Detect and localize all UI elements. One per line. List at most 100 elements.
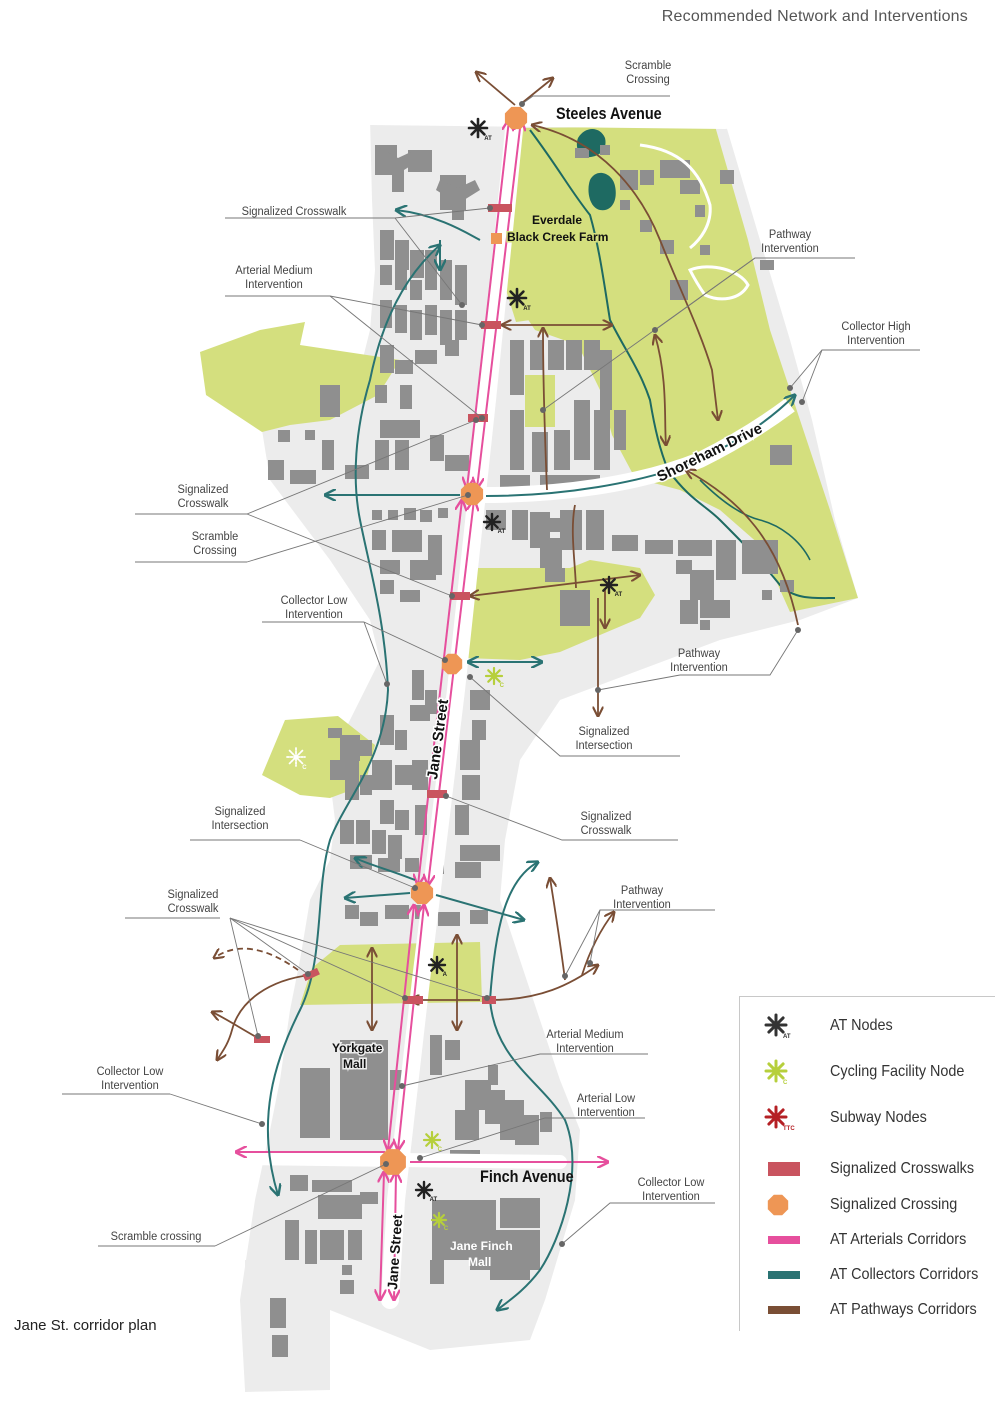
callout-dot <box>479 415 485 421</box>
pathway-farm-east <box>655 335 666 445</box>
building <box>760 540 778 574</box>
collector-corridors <box>266 210 795 1310</box>
building <box>395 360 413 374</box>
callout-dot <box>519 101 525 107</box>
crosswalk-farm <box>481 321 501 329</box>
finch-avenue-label: Finch Avenue <box>480 1168 574 1186</box>
building <box>340 1040 388 1140</box>
legend-label: AT Nodes <box>830 1017 893 1034</box>
building <box>640 170 654 185</box>
building <box>530 340 544 370</box>
building <box>545 568 565 582</box>
building <box>574 400 590 460</box>
legend-line-swatch <box>740 1295 830 1325</box>
building <box>515 1115 539 1145</box>
node-sub-label: AT <box>523 306 531 312</box>
annotation-signalized-crosswalk-top: Signalized Crosswalk <box>242 206 347 218</box>
building <box>360 912 378 926</box>
callout-dot <box>787 385 793 391</box>
building <box>438 508 448 518</box>
node-sub-label: C <box>302 765 307 771</box>
building <box>676 560 692 574</box>
pathway-east-branch <box>550 878 566 981</box>
asterisk: TTC <box>764 1105 795 1132</box>
pathway-west-loop <box>217 974 311 1060</box>
building <box>375 385 387 403</box>
callout-dot <box>799 399 805 405</box>
annotation-scramble-crossing-low: Scramble crossing <box>111 1231 202 1243</box>
building <box>455 265 467 305</box>
building <box>440 310 452 345</box>
collector-shoreham <box>485 395 795 497</box>
building <box>372 760 392 790</box>
callout-dot <box>467 674 473 680</box>
building <box>700 620 710 630</box>
yorkgate-label-2: Mall <box>343 1057 366 1071</box>
building <box>385 905 409 919</box>
signalized-crossing <box>460 482 484 506</box>
building <box>340 735 360 761</box>
building <box>270 1298 286 1328</box>
building <box>455 1110 479 1140</box>
callout-dot <box>255 1033 261 1039</box>
building <box>380 230 394 260</box>
legend-crossing-icon <box>740 1190 830 1220</box>
callout-dot <box>383 1161 389 1167</box>
crosswalk-west-2 <box>254 1036 270 1043</box>
building <box>445 340 459 356</box>
pathway-school <box>470 575 640 596</box>
legend-label: AT Arterials Corridors <box>830 1231 967 1248</box>
steeles-road <box>363 111 732 129</box>
legend-item: TTC Subway Nodes <box>740 1103 995 1133</box>
building <box>430 1035 442 1075</box>
building <box>560 510 582 550</box>
building <box>400 385 412 409</box>
building <box>360 1192 378 1204</box>
legend-item: AT Pathways Corridors <box>740 1295 995 1325</box>
building <box>512 510 528 540</box>
callout-dot <box>562 973 568 979</box>
callout-lines <box>62 95 920 1247</box>
building <box>395 240 409 270</box>
legend-item: Signalized Crosswalks <box>740 1154 995 1184</box>
land-lower-left <box>245 1260 330 1392</box>
signalized-crossing <box>380 1149 406 1175</box>
legend-label: AT Pathways Corridors <box>830 1301 977 1318</box>
building <box>700 245 710 255</box>
building <box>540 1112 552 1132</box>
building <box>554 430 570 470</box>
building <box>410 280 422 300</box>
signalized-crossing <box>441 653 463 675</box>
steeles-avenue-label: Steeles Avenue <box>556 105 662 123</box>
callout-dot <box>417 1155 423 1161</box>
cycling-node-icon: C <box>422 1130 443 1153</box>
building <box>510 410 524 470</box>
building <box>380 420 420 438</box>
building <box>405 858 419 872</box>
callout-dot <box>465 492 471 498</box>
node-sub-label: C <box>783 1080 788 1086</box>
building <box>430 435 444 461</box>
janefinch-label-2: Mall <box>468 1255 491 1269</box>
legend-label: Subway Nodes <box>830 1109 927 1126</box>
crosswalk-mid-south <box>427 790 447 798</box>
callout-dot <box>559 1241 565 1247</box>
building <box>645 540 673 554</box>
building <box>392 530 422 552</box>
building <box>548 518 562 532</box>
building <box>430 1260 444 1284</box>
callout-dot <box>473 417 479 423</box>
pathway-steeles-nw <box>476 72 516 106</box>
callout-dot <box>442 657 448 663</box>
building <box>438 912 460 926</box>
legend-asterisk-icon: TTC <box>740 1103 830 1133</box>
building <box>410 560 436 580</box>
building <box>272 1335 288 1357</box>
node-sub-label: AT <box>484 136 492 142</box>
